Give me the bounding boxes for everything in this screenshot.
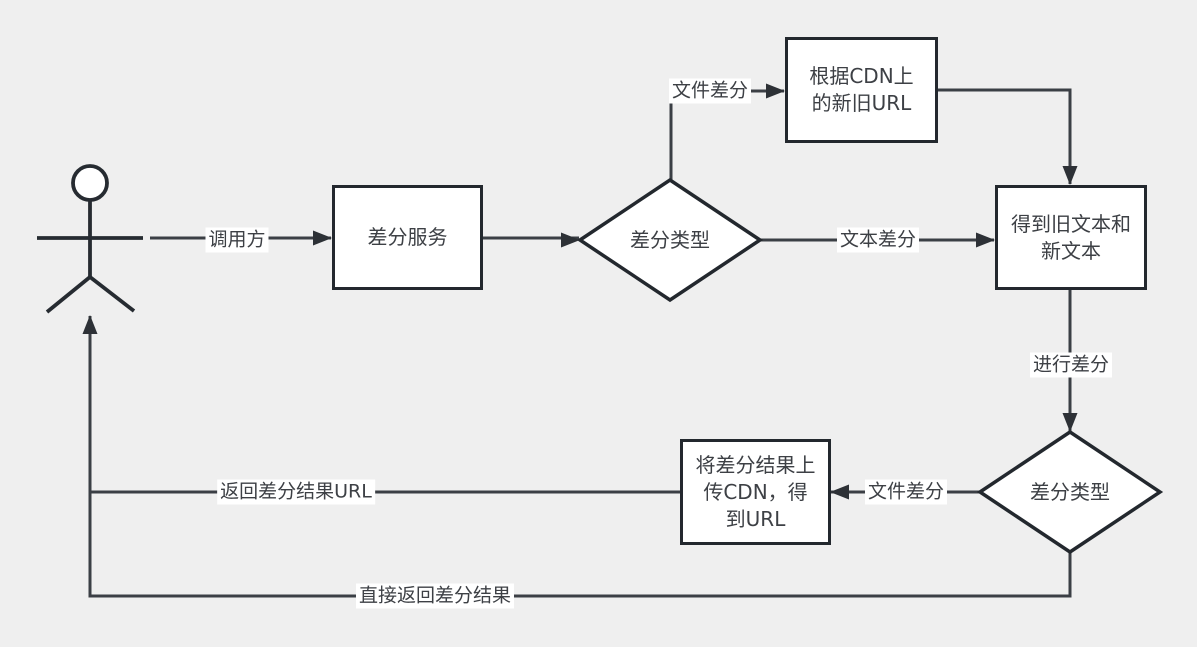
arrowhead-text-diff-icon — [976, 232, 995, 248]
actor-head-icon — [71, 164, 109, 202]
node-cdn-urls-label: 根据CDN上 的新旧URL — [809, 64, 914, 115]
node-get-texts: 得到旧文本和 新文本 — [995, 185, 1147, 290]
edge-label-file-diff-top: 文件差分 — [669, 78, 752, 104]
node-decision-bottom-label: 差分类型 — [1030, 480, 1110, 504]
edge-cdn-to-texts-line — [937, 88, 1072, 184]
edge-label-direct-return: 直接返回差分结果 — [355, 583, 515, 609]
edge-label-file-diff-bottom: 文件差分 — [864, 479, 948, 505]
actor-figure — [37, 164, 143, 314]
arrowhead-caller-icon — [313, 230, 332, 246]
edge-direct-return-line — [88, 316, 1072, 598]
arrowhead-do-diff-icon — [1062, 413, 1078, 432]
edge-label-return-url: 返回差分结果URL — [217, 479, 375, 505]
arrowhead-file-diff-bottom-icon — [830, 484, 849, 500]
node-get-texts-label: 得到旧文本和 新文本 — [1011, 211, 1131, 263]
decision-diamond-bottom — [976, 429, 1164, 555]
arrowhead-file-diff-top-icon — [766, 83, 785, 99]
arrowhead-cdn-to-texts-icon — [1062, 166, 1078, 185]
node-diff-service: 差分服务 — [332, 185, 483, 290]
edge-label-do-diff: 进行差分 — [1029, 352, 1113, 378]
node-cdn-urls: 根据CDN上 的新旧URL — [785, 37, 938, 143]
node-upload-cdn-label: 将差分结果上 传CDN，得 到URL — [695, 452, 816, 531]
arrowhead-service-to-decision-icon — [561, 232, 580, 248]
node-upload-cdn: 将差分结果上 传CDN，得 到URL — [680, 439, 831, 545]
edge-file-diff-top-line — [669, 89, 784, 180]
decision-diamond-top — [576, 177, 764, 303]
actor-legs-icon — [45, 275, 136, 314]
edge-label-text-diff: 文本差分 — [836, 227, 920, 253]
edge-label-caller: 调用方 — [205, 227, 269, 253]
node-diff-service-label: 差分服务 — [367, 225, 448, 249]
arrowhead-direct-return-icon — [82, 315, 98, 334]
node-decision-top-label: 差分类型 — [630, 228, 710, 252]
